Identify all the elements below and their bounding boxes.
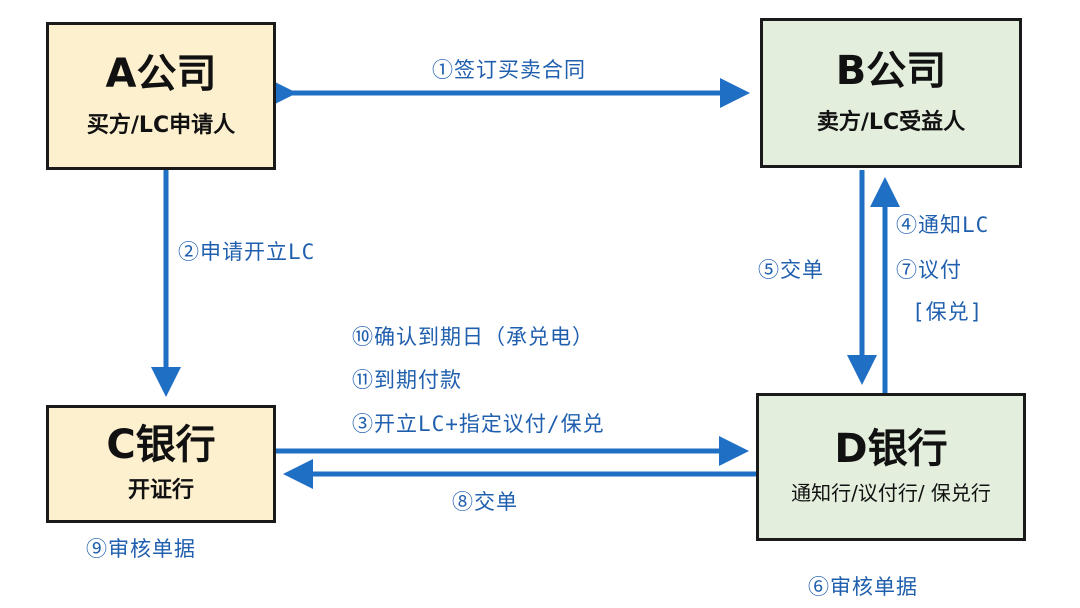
step-7-label: ⑦议付 <box>896 258 962 282</box>
company-a-role: 买方/LC申请人 <box>86 112 236 138</box>
bank-d-box: D银行 通知行/议付行/ 保兑行 <box>756 393 1026 541</box>
bank-c-role: 开证行 <box>127 477 194 503</box>
step-1-label: ①签订买卖合同 <box>432 58 586 82</box>
step-5-label: ⑤交单 <box>758 258 824 282</box>
step-2-label: ②申请开立LC <box>178 240 316 264</box>
company-a-name: A公司 <box>105 50 217 97</box>
step-7-note: [保兑] <box>912 300 984 324</box>
step-10-label: ⑩确认到期日（承兑电） <box>352 325 594 349</box>
bank-d-name: D银行 <box>834 426 948 472</box>
company-b-box: B公司 卖方/LC受益人 <box>760 18 1022 168</box>
step-9-label: ⑨审核单据 <box>86 537 196 561</box>
step-4-label: ④通知LC <box>896 213 990 237</box>
step-3-label: ③开立LC+指定议付/保兑 <box>352 412 605 436</box>
company-a-box: A公司 买方/LC申请人 <box>46 22 276 170</box>
step-11-label: ⑪到期付款 <box>352 368 462 392</box>
bank-c-box: C银行 开证行 <box>46 405 276 523</box>
company-b-role: 卖方/LC受益人 <box>816 109 966 135</box>
bank-d-role: 通知行/议付行/ 保兑行 <box>791 481 991 505</box>
bank-c-name: C银行 <box>106 421 216 468</box>
step-8-label: ⑧交单 <box>452 490 518 514</box>
step-6-label: ⑥审核单据 <box>808 575 918 599</box>
company-b-name: B公司 <box>835 47 947 94</box>
